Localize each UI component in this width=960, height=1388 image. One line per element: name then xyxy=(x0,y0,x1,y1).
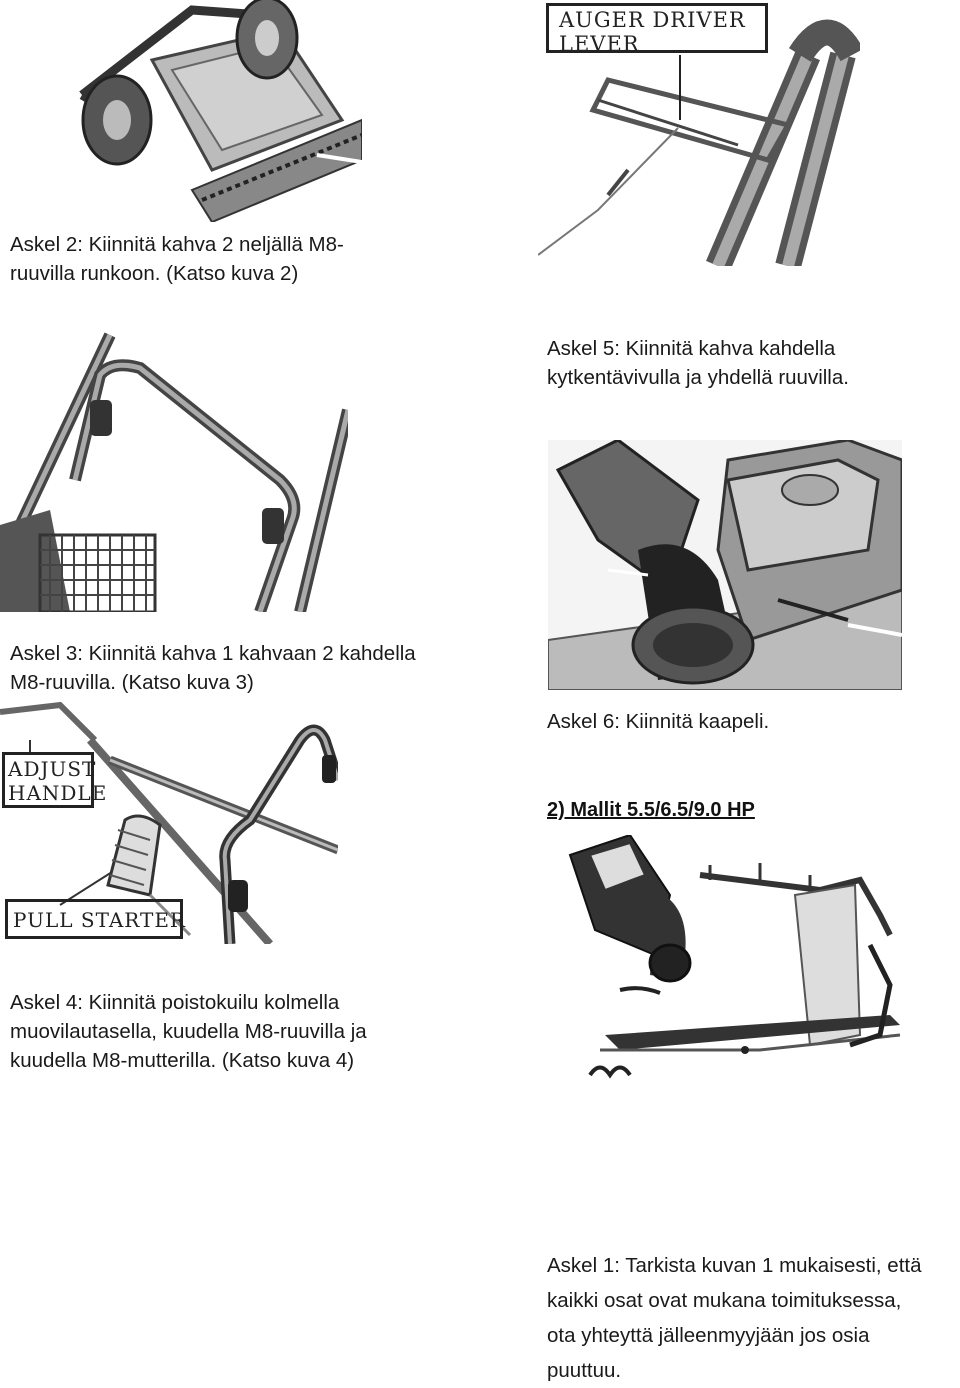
text-line: Askel 6: Kiinnitä kaapeli. xyxy=(547,710,770,733)
figure-auger-driver-lever xyxy=(538,0,860,266)
text-line: Askel 1: Tarkista kuvan 1 mukaisesti, et… xyxy=(547,1254,922,1277)
text-line: Askel 5: Kiinnitä kahva kahdella xyxy=(547,337,836,360)
figure-adjust-handle-pull-starter xyxy=(0,700,338,944)
step-6-text: Askel 6: Kiinnitä kaapeli. xyxy=(547,707,769,736)
text-line: puuttuu. xyxy=(547,1359,622,1382)
figure-handle-assembly xyxy=(0,330,348,612)
text-line: Askel 2: Kiinnitä kahva 2 neljällä M8- xyxy=(10,233,344,256)
adjust-handle-label: ADJUST HANDLE xyxy=(2,752,108,808)
step-1-text: Askel 1: Tarkista kuvan 1 mukaisesti, et… xyxy=(547,1248,922,1388)
text-line: kuudella M8-mutterilla. (Katso kuva 4) xyxy=(10,1049,355,1072)
text-line: ota yhteyttä jälleenmyyjään jos osia xyxy=(547,1324,870,1347)
step-5-text: Askel 5: Kiinnitä kahva kahdella kytkent… xyxy=(547,334,849,392)
step-3-text: Askel 3: Kiinnitä kahva 1 kahvaan 2 kahd… xyxy=(10,639,416,697)
text-line: M8-ruuvilla. (Katso kuva 3) xyxy=(10,671,254,694)
label-line: PULL STARTER xyxy=(13,908,186,932)
label-line: ADJUST xyxy=(8,757,97,781)
text-line: muovilautasella, kuudella M8-ruuvilla ja xyxy=(10,1020,367,1043)
figure-engine-cable xyxy=(548,440,902,690)
figure-exploded-parts xyxy=(560,835,960,1095)
step-4-text: Askel 4: Kiinnitä poistokuilu kolmella m… xyxy=(10,988,367,1075)
figure-frame-wheels xyxy=(62,0,362,222)
text-line: kaikki osat ovat mukana toimituksessa, xyxy=(547,1289,902,1312)
label-line: AUGER DRIVER xyxy=(559,8,746,32)
section-heading: 2) Mallit 5.5/6.5/9.0 HP xyxy=(547,799,755,821)
label-line: LEVER xyxy=(559,32,640,56)
label-line: HANDLE xyxy=(8,781,108,805)
text-line: kytkentävivulla ja yhdellä ruuvilla. xyxy=(547,366,849,389)
step-2-text: Askel 2: Kiinnitä kahva 2 neljällä M8- r… xyxy=(10,230,344,288)
text-line: Askel 3: Kiinnitä kahva 1 kahvaan 2 kahd… xyxy=(10,642,416,665)
auger-driver-lever-label: AUGER DRIVER LEVER xyxy=(546,3,768,56)
pull-starter-label: PULL STARTER xyxy=(5,899,186,939)
text-line: ruuvilla runkoon. (Katso kuva 2) xyxy=(10,262,299,285)
text-line: Askel 4: Kiinnitä poistokuilu kolmella xyxy=(10,991,340,1014)
